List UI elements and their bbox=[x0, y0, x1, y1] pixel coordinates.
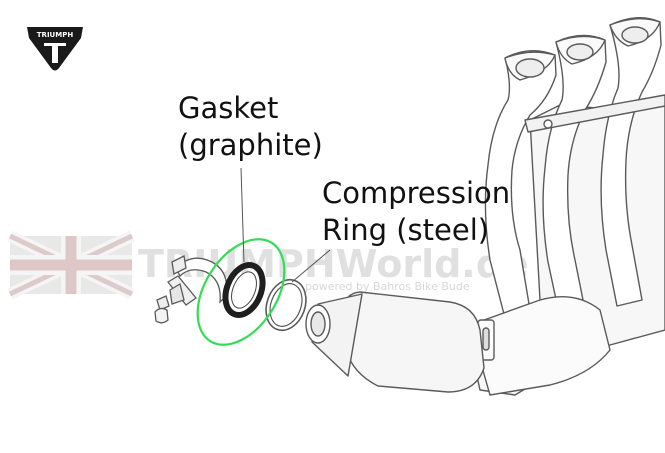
ring-label-line1: Compression bbox=[322, 176, 511, 210]
ring-label-line2: Ring (steel) bbox=[322, 213, 490, 247]
gasket-label-line1: Gasket bbox=[178, 91, 279, 125]
exhaust-header bbox=[305, 17, 665, 396]
union-jack-icon bbox=[7, 230, 135, 300]
gasket-label: Gasket (graphite) bbox=[178, 90, 323, 164]
watermark-title-prefix: TRIUMPH bbox=[138, 242, 336, 286]
triumph-logo-icon: TRIUMPH bbox=[27, 27, 83, 71]
gasket-leader-line bbox=[240, 167, 245, 263]
compression-ring-label: Compression Ring (steel) bbox=[322, 175, 510, 249]
ring-leader-line bbox=[291, 249, 331, 283]
gasket-label-line2: (graphite) bbox=[178, 128, 323, 162]
logo-text: TRIUMPH bbox=[37, 31, 74, 39]
compression-ring bbox=[265, 278, 307, 332]
gasket bbox=[222, 262, 266, 318]
gasket-highlight-icon bbox=[196, 238, 286, 346]
watermark-subtitle: powered by Bahros Bike Bude bbox=[305, 280, 470, 293]
